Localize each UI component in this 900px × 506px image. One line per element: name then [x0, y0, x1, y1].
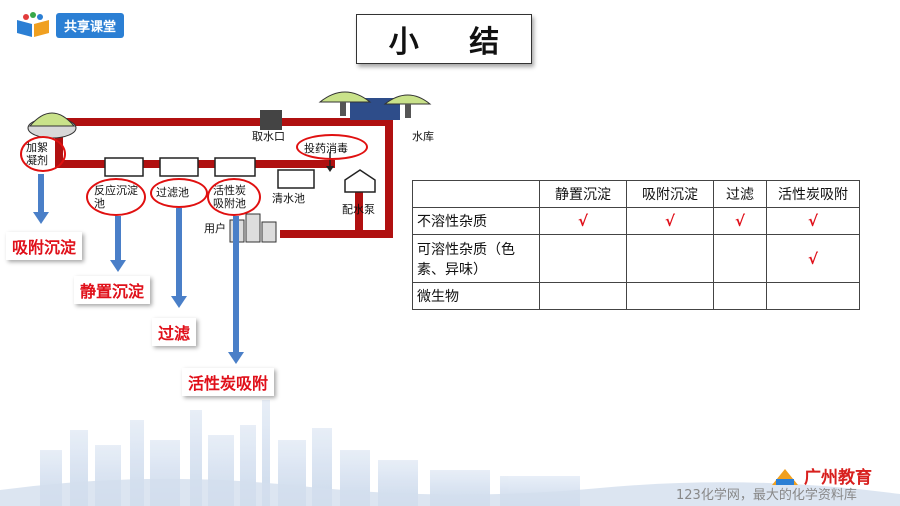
method-activated-carbon: 活性炭吸附	[182, 368, 275, 396]
table-row: 不溶性杂质 √ √ √ √	[412, 207, 860, 235]
clear-tank	[277, 169, 315, 189]
row-label: 微生物	[412, 282, 540, 310]
row-label: 可溶性杂质（色素、异味）	[412, 234, 540, 283]
page-title: 小 结	[388, 25, 520, 60]
table-cell: √	[626, 207, 714, 235]
table-header-cell: 过滤	[713, 180, 767, 208]
table-header-cell	[412, 180, 540, 208]
intake-box	[260, 110, 282, 130]
arrow-coagulant-head	[33, 212, 49, 224]
watermark: 123化学网，最大的化学资料库	[676, 488, 857, 503]
table-header-cell: 吸附沉淀	[626, 180, 714, 208]
label-user: 用户	[204, 222, 226, 235]
pipe-top	[55, 118, 385, 126]
label-clear-tank: 清水池	[272, 192, 305, 205]
table-cell	[713, 234, 767, 283]
arrow-filter-shaft	[176, 208, 182, 298]
table-row: 可溶性杂质（色素、异味） √	[412, 234, 860, 283]
table-cell	[626, 282, 714, 310]
table-cell: √	[539, 207, 627, 235]
circle-carbon-tank	[207, 178, 261, 216]
arrow-carbon-shaft	[233, 216, 239, 354]
table-cell: √	[766, 207, 860, 235]
method-arrows	[33, 174, 244, 364]
method-static-sedimentation: 静置沉淀	[74, 276, 151, 304]
arrow-reaction-shaft	[115, 216, 121, 262]
arrow-coagulant-shaft	[38, 174, 44, 214]
table-header-row: 静置沉淀 吸附沉淀 过滤 活性炭吸附	[412, 180, 860, 208]
city-skyline-background	[0, 400, 900, 506]
arrow-carbon-head	[228, 352, 244, 364]
header-logo: 共享课堂	[14, 12, 125, 38]
pipe-right-riser	[385, 118, 393, 238]
arrow-filter-head	[171, 296, 187, 308]
pipe-pump-up	[355, 185, 363, 235]
label-intake: 取水口	[252, 130, 285, 143]
arrow-reaction-head	[110, 260, 126, 272]
circle-disinfect	[296, 134, 368, 160]
table-header-cell: 静置沉淀	[539, 180, 627, 208]
table-cell	[766, 282, 860, 310]
pipe-bottom	[280, 230, 393, 238]
circle-reaction-tank	[86, 178, 146, 216]
method-filtration: 过滤	[152, 318, 197, 346]
filter-tank	[159, 157, 199, 177]
guangzhou-education-logo-icon	[772, 468, 798, 485]
method-adsorption-sedimentation: 吸附沉淀	[6, 232, 83, 260]
table-cell	[539, 282, 627, 310]
label-reservoir: 水库	[412, 130, 434, 143]
coagulant-mound	[27, 112, 77, 139]
table-row: 微生物	[412, 282, 860, 310]
reaction-tank	[104, 157, 144, 177]
title-box: 小 结	[356, 14, 532, 64]
circle-coagulant	[20, 136, 66, 172]
carbon-tank	[214, 157, 256, 177]
summary-table: 静置沉淀 吸附沉淀 过滤 活性炭吸附 不溶性杂质 √ √ √ √ 可溶性杂质（色…	[412, 180, 860, 310]
table-cell: √	[766, 234, 860, 283]
logo-text: 共享课堂	[56, 12, 125, 38]
table-header-cell: 活性炭吸附	[766, 180, 860, 208]
table-cell	[539, 234, 627, 283]
row-label: 不溶性杂质	[412, 207, 540, 235]
brand-text: 广州教育	[804, 468, 872, 488]
reservoir-drawing	[318, 91, 432, 120]
book-logo-icon	[17, 12, 49, 37]
table-cell	[713, 282, 767, 310]
table-cell	[626, 234, 714, 283]
label-pump: 配水泵	[342, 203, 375, 216]
table-cell: √	[713, 207, 767, 235]
pump-house	[344, 169, 376, 193]
footer-brand: 广州教育	[770, 463, 872, 488]
